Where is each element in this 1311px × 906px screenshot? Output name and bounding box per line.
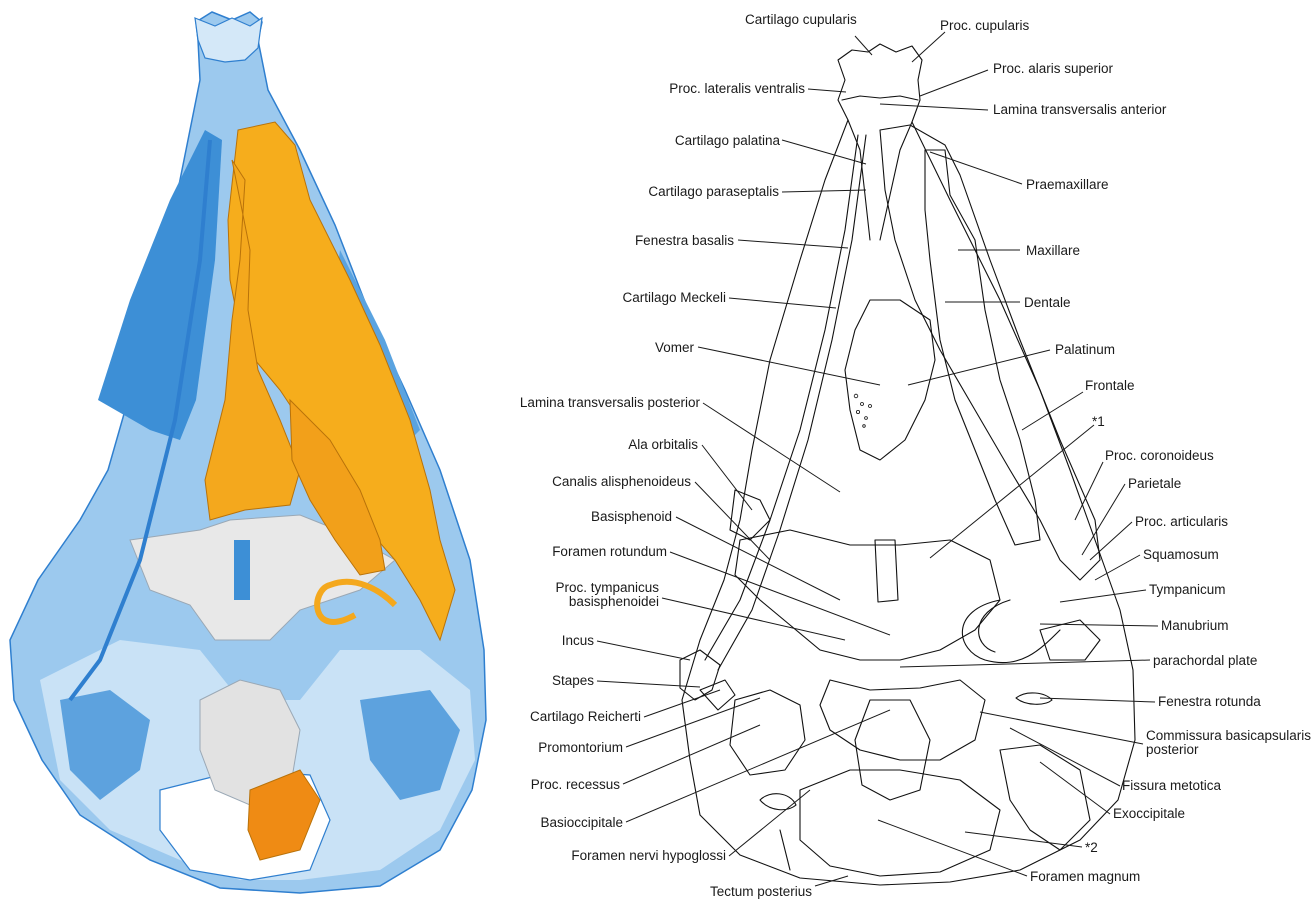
- label-tympanicum: Tympanicum: [1149, 582, 1226, 597]
- label-fissura-metotica: Fissura metotica: [1122, 778, 1222, 793]
- label-tectum-posterius: Tectum posterius: [710, 884, 812, 899]
- ala-orbitalis: [730, 490, 770, 540]
- tympanic-ring: [962, 600, 1060, 663]
- leader-cartilago-cupularis: [855, 36, 872, 55]
- label-proc-tympanicus-line2: basisphenoidei: [569, 594, 659, 609]
- label-fenestra-rotunda: Fenestra rotunda: [1158, 694, 1261, 709]
- label-manubrium: Manubrium: [1161, 618, 1229, 633]
- leader-fenestra-rotunda: [1040, 698, 1155, 702]
- label-vomer: Vomer: [655, 340, 695, 355]
- leader-praemaxillare: [930, 152, 1022, 184]
- leader-cartilago-palatina: [782, 140, 866, 164]
- label-exoccipitale: Exoccipitale: [1113, 806, 1185, 821]
- label-note-1: *1: [1092, 414, 1105, 429]
- label-incus: Incus: [562, 633, 595, 648]
- label-canalis-alisphenoideus: Canalis alisphenoideus: [552, 474, 691, 489]
- label-cartilago-cupularis: Cartilago cupularis: [745, 12, 857, 27]
- exoccipitale: [1000, 745, 1090, 850]
- leader-tympanicum: [1060, 590, 1146, 602]
- label-commissura-line2: posterior: [1146, 742, 1199, 757]
- label-cartilago-palatina: Cartilago palatina: [675, 133, 781, 148]
- hypoglossal-foramina: [760, 794, 796, 870]
- label-proc-articularis: Proc. articularis: [1135, 514, 1228, 529]
- leader-basisphenoid: [676, 517, 840, 600]
- label-proc-alaris-superior: Proc. alaris superior: [993, 61, 1114, 76]
- label-frontale: Frontale: [1085, 378, 1135, 393]
- label-basioccipitale: Basioccipitale: [540, 815, 623, 830]
- leader-cartilago-reicherti: [644, 690, 720, 717]
- label-squamosum: Squamosum: [1143, 547, 1219, 562]
- label-foramen-rotundum: Foramen rotundum: [552, 544, 667, 559]
- label-proc-tympanicus-line1: Proc. tympanicus: [555, 580, 659, 595]
- leader-cartilago-meckeli: [729, 298, 836, 308]
- label-praemaxillare: Praemaxillare: [1026, 177, 1109, 192]
- leader-incus: [597, 641, 690, 660]
- leader-cartilago-paraseptalis: [782, 190, 866, 192]
- label-proc-recessus: Proc. recessus: [531, 777, 621, 792]
- leader-promontorium: [626, 698, 760, 747]
- central-cartilage-rod: [234, 540, 250, 600]
- basioccipitale: [855, 700, 930, 800]
- label-foramen-magnum: Foramen magnum: [1030, 869, 1140, 884]
- label-note-2: *2: [1085, 840, 1098, 855]
- outline-chondrocranium: [682, 44, 1135, 885]
- foramen-magnum-outline: [800, 770, 1000, 876]
- label-cartilago-reicherti: Cartilago Reicherti: [530, 709, 641, 724]
- leader-proc-alaris-superior: [920, 70, 988, 96]
- label-cartilago-paraseptalis: Cartilago paraseptalis: [648, 184, 779, 199]
- label-cartilago-meckeli: Cartilago Meckeli: [622, 290, 726, 305]
- leader-foramen-nervi-hypoglossi: [729, 790, 810, 856]
- label-ala-orbitalis: Ala orbitalis: [628, 437, 698, 452]
- vomer-dots: [854, 394, 871, 427]
- labels: Cartilago cupularis Proc. cupularis Proc…: [520, 12, 1311, 899]
- label-fenestra-basalis: Fenestra basalis: [635, 233, 734, 248]
- label-parachordal-plate: parachordal plate: [1153, 653, 1257, 668]
- leader-proc-recessus: [623, 725, 760, 784]
- label-parietale: Parietale: [1128, 476, 1181, 491]
- leader-tectum-posterius: [815, 876, 848, 886]
- label-proc-cupularis: Proc. cupularis: [940, 18, 1030, 33]
- leader-foramen-magnum: [878, 820, 1027, 876]
- leader-foramen-rotundum: [670, 552, 890, 635]
- label-proc-coronoideus: Proc. coronoideus: [1105, 448, 1214, 463]
- label-lamina-transversalis-posterior: Lamina transversalis posterior: [520, 395, 701, 410]
- leader-lamina-transversalis-posterior: [703, 403, 840, 492]
- label-foramen-nervi-hypoglossi: Foramen nervi hypoglossi: [571, 848, 726, 863]
- leader-proc-coronoideus: [1075, 462, 1103, 520]
- label-lamina-transversalis-anterior: Lamina transversalis anterior: [993, 102, 1167, 117]
- leader-stapes: [597, 681, 700, 687]
- leader-commissura: [980, 712, 1143, 744]
- leader-exoccipitale: [1040, 762, 1110, 814]
- label-proc-lateralis-ventralis: Proc. lateralis ventralis: [669, 81, 805, 96]
- leader-note-2: [965, 832, 1082, 847]
- label-maxillare: Maxillare: [1026, 243, 1080, 258]
- basisphenoid-outline: [735, 530, 1000, 660]
- central-rod: [875, 540, 898, 602]
- leader-parietale: [1082, 484, 1125, 555]
- colored-illustration: [10, 12, 486, 893]
- label-palatinum: Palatinum: [1055, 342, 1115, 357]
- parachordal-plate: [820, 680, 985, 760]
- label-basisphenoid: Basisphenoid: [591, 509, 672, 524]
- leader-fenestra-basalis: [738, 240, 848, 248]
- leader-proc-lateralis-ventralis: [808, 89, 846, 92]
- leader-ala-orbitalis: [702, 445, 752, 510]
- meckel-lines: [705, 135, 866, 670]
- label-dentale: Dentale: [1024, 295, 1071, 310]
- label-stapes: Stapes: [552, 673, 594, 688]
- leader-proc-cupularis: [912, 32, 945, 62]
- leader-lamina-transversalis-anterior: [880, 104, 988, 110]
- label-promontorium: Promontorium: [538, 740, 623, 755]
- leader-palatinum: [908, 350, 1050, 385]
- line-drawing: [680, 44, 1135, 885]
- label-commissura-line1: Commissura basicapsularis: [1146, 728, 1311, 743]
- palatinum-vomer: [845, 300, 935, 460]
- leader-parachordal-plate: [900, 660, 1150, 667]
- leader-vomer: [698, 347, 880, 385]
